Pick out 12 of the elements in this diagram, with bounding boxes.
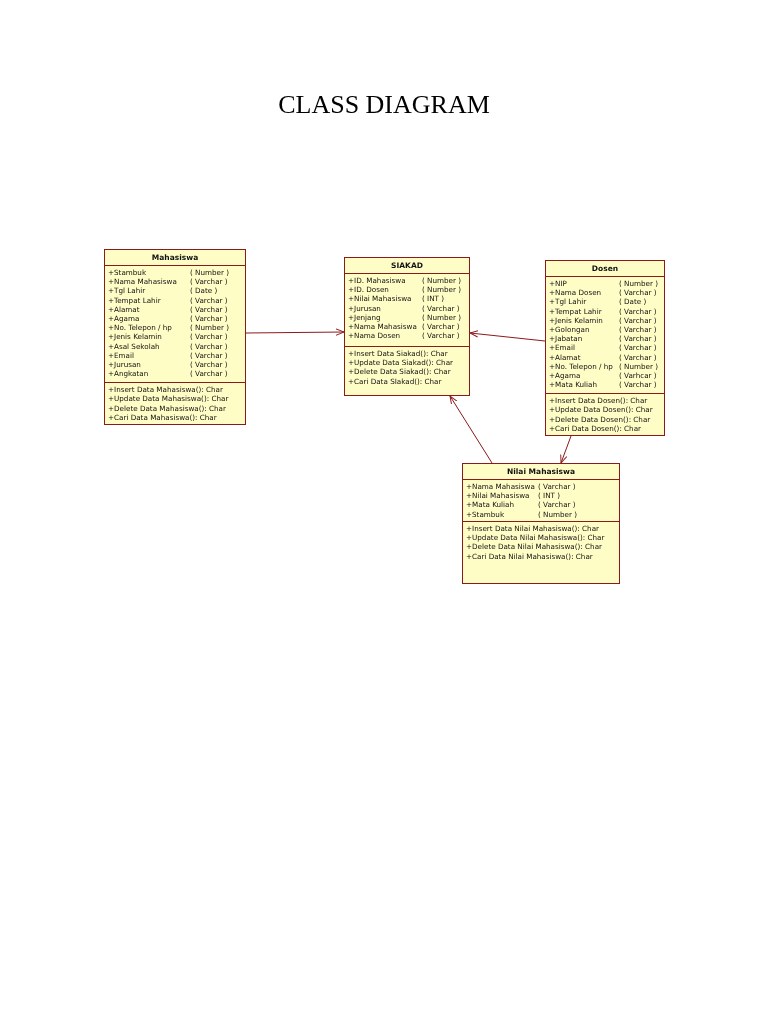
association-arrow	[469, 330, 546, 342]
diagram-title: CLASS DIAGRAM	[277, 90, 491, 120]
association-arrow	[560, 435, 572, 464]
class-box	[462, 463, 620, 584]
association-arrow	[449, 395, 493, 464]
attribute-compartment	[105, 266, 245, 384]
class-box	[545, 260, 665, 436]
attribute-compartment	[345, 274, 469, 347]
class-box	[104, 249, 246, 425]
attribute-compartment	[546, 277, 664, 395]
class-box	[344, 257, 470, 396]
attribute-compartment	[463, 480, 619, 522]
